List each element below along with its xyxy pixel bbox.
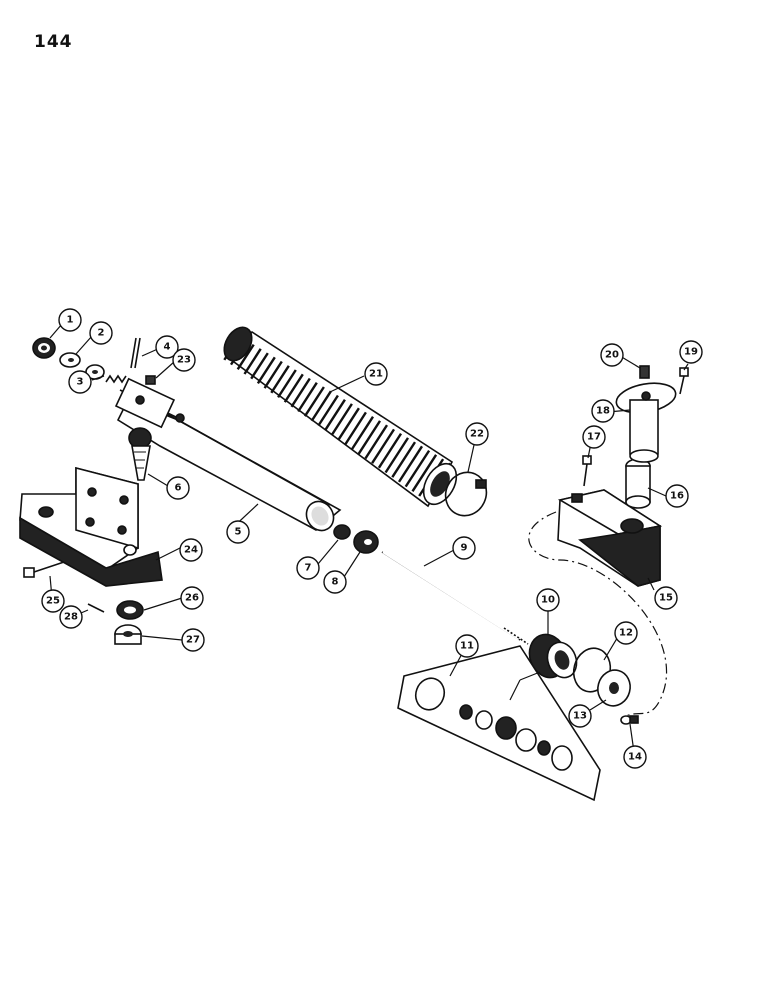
callout-label: 11 (460, 641, 474, 652)
callout-label: 1 (67, 315, 74, 326)
callout-6: 6 (166, 476, 190, 500)
callout-2: 2 (89, 321, 113, 345)
callout-25: 25 (41, 589, 65, 613)
callout-12: 12 (614, 621, 638, 645)
callout-21: 21 (364, 362, 388, 386)
part-11-seal-kit (397, 645, 601, 802)
callout-label: 26 (185, 593, 199, 604)
callout-label: 28 (64, 612, 78, 623)
part-19-bolt (679, 367, 689, 395)
part-21-dust-boot (223, 326, 458, 508)
part-20-grease-fitting (639, 365, 650, 379)
callout-22: 22 (465, 422, 489, 446)
part-16-bushing (625, 458, 651, 509)
callout-3: 3 (68, 370, 92, 394)
callout-26: 26 (180, 586, 204, 610)
part-28-cotter-pin (87, 603, 105, 613)
callout-27: 27 (181, 628, 205, 652)
callout-label: 24 (184, 545, 198, 556)
part-8-spacer (353, 530, 379, 554)
callout-label: 17 (587, 432, 601, 443)
callout-9: 9 (452, 536, 476, 560)
callout-label: 13 (573, 711, 587, 722)
part-23-grease-fitting (145, 375, 156, 385)
callout-15: 15 (654, 586, 678, 610)
part-17-bolt (582, 455, 592, 487)
callout-label: 25 (46, 596, 60, 607)
callout-8: 8 (323, 570, 347, 594)
callout-4: 4 (155, 335, 179, 359)
callout-label: 21 (369, 369, 383, 380)
callout-18: 18 (591, 399, 615, 423)
part-14-screw (620, 715, 639, 725)
callout-label: 7 (305, 563, 312, 574)
callout-label: 4 (164, 342, 171, 353)
part-9-piston-rod (381, 550, 529, 645)
part-25-bolt (23, 561, 65, 578)
callout-label: 18 (596, 406, 610, 417)
part-4-cotter-pin (130, 337, 141, 369)
callout-label: 10 (541, 595, 555, 606)
callout-label: 16 (670, 491, 684, 502)
callout-label: 5 (235, 527, 242, 538)
callout-label: 3 (77, 377, 84, 388)
callout-1: 1 (58, 308, 82, 332)
assembly-phantom-line (528, 511, 667, 717)
part-18-pivot-pin (615, 382, 677, 463)
callout-17: 17 (582, 425, 606, 449)
callout-20: 20 (600, 343, 624, 367)
callout-label: 9 (461, 543, 468, 554)
callout-label: 6 (175, 483, 182, 494)
page-number: 144 (34, 32, 73, 52)
callout-label: 27 (186, 635, 200, 646)
callout-24: 24 (179, 538, 203, 562)
part-26-washer (116, 600, 144, 620)
part-2-washer (59, 352, 81, 368)
callout-label: 22 (470, 429, 484, 440)
callout-19: 19 (679, 340, 703, 364)
part-27-castle-nut (114, 624, 142, 645)
callout-23: 23 (172, 348, 196, 372)
callout-14: 14 (623, 745, 647, 769)
callout-label: 23 (177, 355, 191, 366)
part-1-plug (32, 337, 56, 359)
callout-13: 13 (568, 704, 592, 728)
part-6-ball-stud (128, 427, 152, 481)
part-24-bracket (19, 466, 163, 587)
callout-5: 5 (226, 520, 250, 544)
callout-label: 15 (659, 593, 673, 604)
callout-label: 8 (332, 577, 339, 588)
callout-7: 7 (296, 556, 320, 580)
part-13-end-cap (597, 669, 631, 707)
callout-16: 16 (665, 484, 689, 508)
part-15-housing (557, 489, 663, 587)
callout-28: 28 (59, 605, 83, 629)
callout-label: 14 (628, 752, 642, 763)
callout-label: 2 (98, 328, 105, 339)
callout-10: 10 (536, 588, 560, 612)
part-10-piston (528, 633, 578, 679)
callout-label: 20 (605, 350, 619, 361)
part-7-nut (333, 524, 351, 540)
callout-label: 12 (619, 628, 633, 639)
part-5-cylinder-tube (114, 377, 342, 532)
part-22-clamp (444, 471, 488, 517)
callout-label: 19 (684, 347, 698, 358)
callout-11: 11 (455, 634, 479, 658)
